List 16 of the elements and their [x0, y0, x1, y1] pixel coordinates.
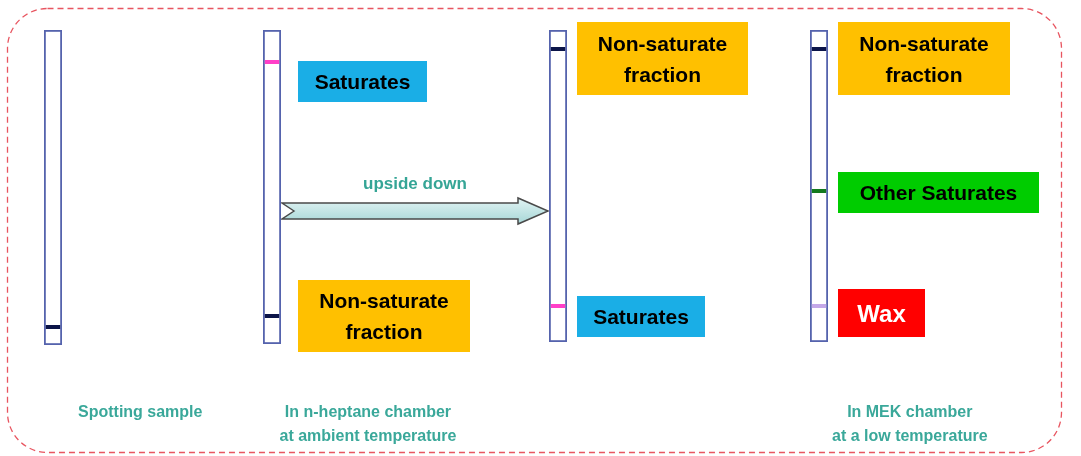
fraction-tag: Non-saturate fraction: [298, 280, 470, 352]
block-arrow: [279, 196, 550, 226]
chromatography-rod: [810, 30, 828, 342]
fraction-tag: Non-saturate fraction: [838, 22, 1010, 95]
caption-text: Spotting sample: [78, 402, 203, 422]
caption-text: In n-heptane chamber at ambient temperature: [279, 402, 457, 446]
fraction-tag: Non-saturate fraction: [577, 22, 748, 95]
chromatography-rod: [263, 30, 281, 344]
fraction-tag: Saturates: [577, 296, 705, 337]
edge-label: upside down: [361, 174, 469, 194]
fraction-tag: Saturates: [298, 61, 427, 102]
fraction-tag: Wax: [838, 289, 925, 337]
chromatography-rod: [44, 30, 62, 345]
fraction-tag: Other Saturates: [838, 172, 1039, 213]
caption-text: In MEK chamber at a low temperature: [832, 402, 988, 446]
chromatography-rod: [549, 30, 567, 342]
